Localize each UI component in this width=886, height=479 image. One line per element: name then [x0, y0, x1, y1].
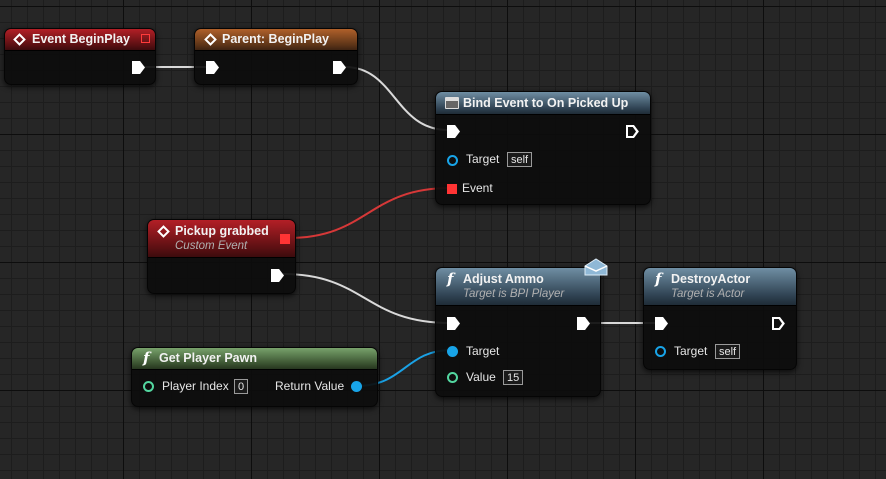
target-value-box[interactable]: self [715, 344, 741, 359]
player-index-input-pin[interactable] [143, 381, 154, 392]
return-value-output-pin[interactable] [351, 381, 362, 392]
event-diamond-icon [204, 33, 217, 46]
function-icon: f [655, 270, 662, 288]
bind-event-icon [445, 97, 459, 109]
node-subtitle: Target is BPI Player [463, 288, 565, 300]
target-label: Target [674, 344, 708, 358]
delegate-output-icon[interactable] [141, 34, 150, 43]
node-header[interactable]: Pickup grabbed Custom Event [148, 220, 295, 258]
exec-output-pin[interactable] [132, 61, 145, 74]
node-subtitle: Target is Actor [671, 288, 745, 300]
exec-output-pin[interactable] [626, 125, 639, 138]
event-input-pin[interactable] [447, 184, 457, 194]
exec-input-pin[interactable] [655, 317, 668, 330]
exec-output-pin[interactable] [772, 317, 785, 330]
node-pickup-grabbed[interactable]: Pickup grabbed Custom Event [147, 219, 296, 294]
node-title: Bind Event to On Picked Up [463, 96, 629, 110]
value-label: Value [466, 370, 496, 384]
node-header[interactable]: Bind Event to On Picked Up [436, 92, 650, 115]
function-icon: f [447, 270, 454, 288]
node-title: Get Player Pawn [159, 351, 257, 365]
value-input-box[interactable]: 15 [503, 370, 524, 385]
node-title: Parent: BeginPlay [222, 32, 329, 46]
node-header[interactable]: f Adjust Ammo Target is BPI Player [436, 268, 600, 306]
node-subtitle: Custom Event [175, 240, 248, 252]
exec-wire-parent-to-bind [344, 66, 449, 131]
delegate-output-pin[interactable] [280, 234, 290, 244]
node-header[interactable]: f DestroyActor Target is Actor [644, 268, 796, 306]
node-parent-begin-play[interactable]: Parent: BeginPlay [194, 28, 358, 85]
function-icon: f [143, 349, 150, 367]
exec-output-pin[interactable] [333, 61, 346, 74]
exec-input-pin[interactable] [447, 125, 460, 138]
value-input-pin[interactable] [447, 372, 458, 383]
event-diamond-icon [13, 33, 26, 46]
target-input-pin[interactable] [447, 155, 458, 166]
event-diamond-icon [157, 225, 170, 238]
node-header[interactable]: f Get Player Pawn [132, 348, 377, 370]
target-input-pin[interactable] [655, 346, 666, 357]
node-event-begin-play[interactable]: Event BeginPlay [4, 28, 156, 85]
node-title: Event BeginPlay [32, 32, 130, 46]
delegate-wire-pickup-to-bind [287, 187, 451, 239]
return-value-label: Return Value [275, 379, 345, 393]
player-index-label: Player Index [162, 379, 229, 393]
node-adjust-ammo[interactable]: f Adjust Ammo Target is BPI Player Targe… [435, 267, 601, 397]
node-destroy-actor[interactable]: f DestroyActor Target is Actor Target se… [643, 267, 797, 370]
exec-wire-pickup-to-adjust [282, 273, 451, 324]
exec-output-pin[interactable] [271, 269, 284, 282]
envelope-icon [584, 258, 608, 276]
event-label: Event [462, 181, 493, 195]
node-bind-event[interactable]: Bind Event to On Picked Up Target self E… [435, 91, 651, 205]
target-value-box[interactable]: self [507, 152, 533, 167]
target-label: Target [466, 152, 500, 166]
node-title: Adjust Ammo [463, 272, 544, 286]
target-input-pin[interactable] [447, 346, 458, 357]
exec-output-pin[interactable] [577, 317, 590, 330]
node-title: DestroyActor [671, 272, 751, 286]
node-header[interactable]: Parent: BeginPlay [195, 29, 357, 51]
target-label: Target [466, 344, 500, 358]
node-get-player-pawn[interactable]: f Get Player Pawn Player Index 0 Return … [131, 347, 378, 407]
node-title: Pickup grabbed [175, 224, 269, 238]
exec-input-pin[interactable] [206, 61, 219, 74]
exec-input-pin[interactable] [447, 317, 460, 330]
player-index-input-box[interactable]: 0 [234, 379, 249, 394]
node-header[interactable]: Event BeginPlay [5, 29, 155, 51]
